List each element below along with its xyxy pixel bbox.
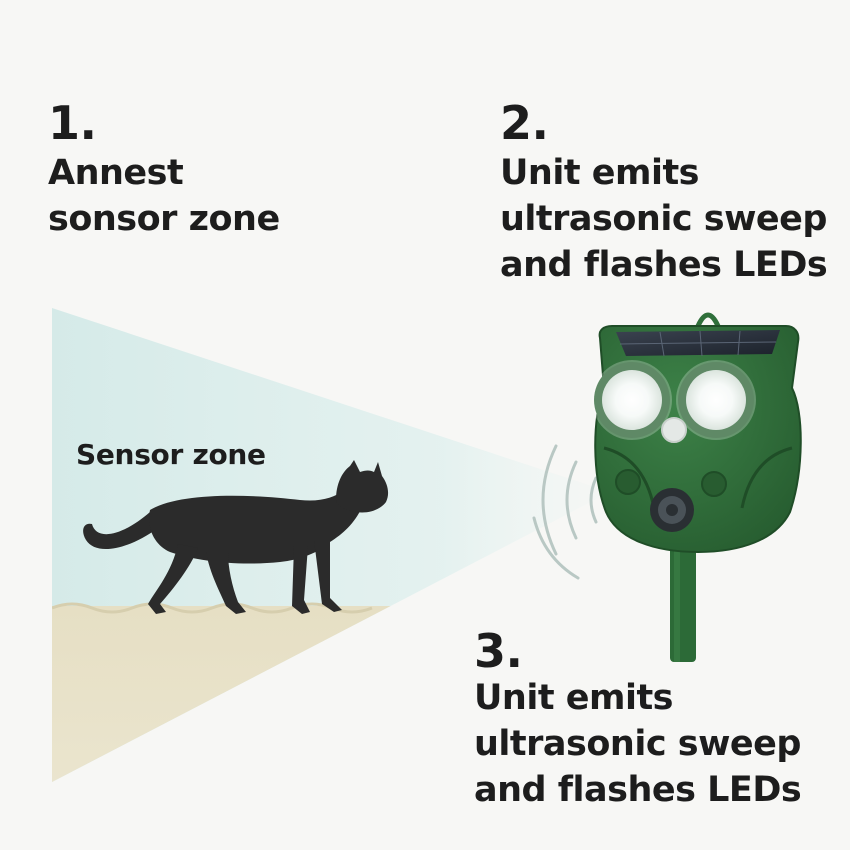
step-3-text: Unit emits ultrasonic sweep and flashes …: [474, 678, 802, 810]
ground-stake: [670, 540, 696, 662]
solar-panel-icon: [616, 330, 780, 357]
step-2-text: Unit emits ultrasonic sweep and flashes …: [500, 153, 828, 285]
step-3-number: 3.: [474, 624, 523, 678]
sensor-zone-label: Sensor zone: [76, 438, 266, 471]
pir-sensor: [661, 417, 687, 443]
cat-silhouette: [83, 460, 389, 614]
owl-repeller-device: [592, 312, 802, 554]
step-2-number: 2.: [500, 96, 549, 150]
led-light-icon: [592, 360, 756, 440]
step-1-text: Annest sonsor zone: [48, 153, 280, 239]
step-1-number: 1.: [48, 96, 97, 150]
sound-wave-icon: [532, 444, 598, 580]
